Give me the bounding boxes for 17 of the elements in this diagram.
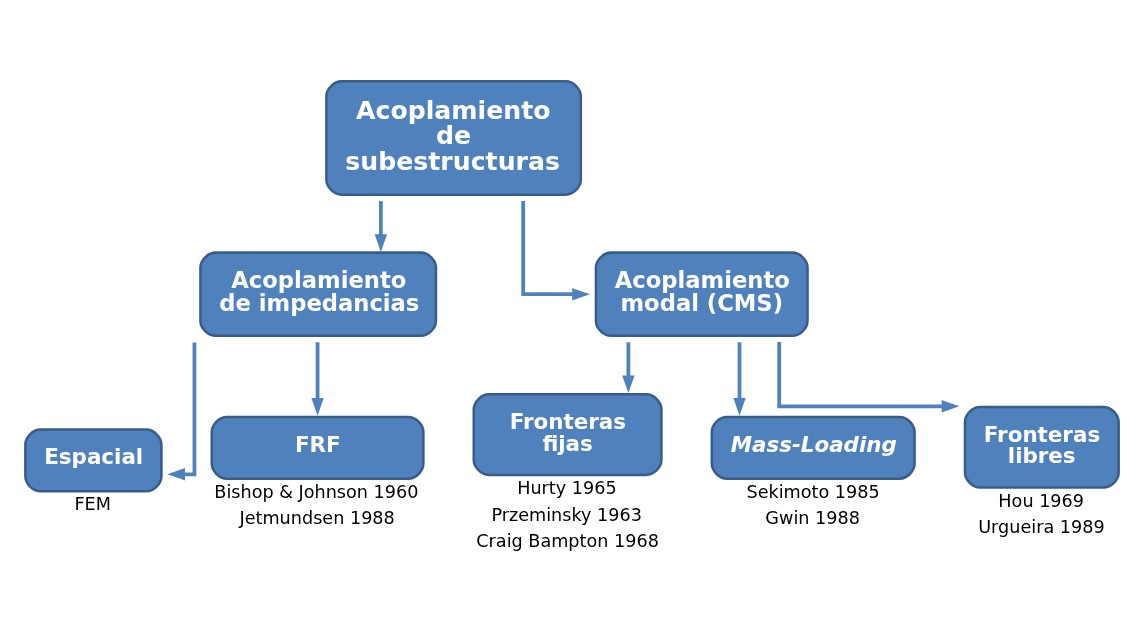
node-label: Jetmundsen 1988 — [239, 507, 395, 528]
node-label: Sekimoto 1985 — [746, 481, 880, 502]
arrow — [311, 341, 324, 416]
arrow — [777, 341, 960, 412]
node-label: Craig Bampton 1968 — [476, 530, 659, 551]
node-label: Urgueira 1989 — [978, 516, 1105, 537]
arrow — [521, 200, 590, 300]
node-label: FEM — [74, 493, 111, 514]
arrow — [374, 200, 388, 252]
node-label: Hou 1969 — [998, 490, 1085, 511]
arrow — [733, 341, 746, 416]
arrow — [167, 341, 197, 480]
arrow — [622, 341, 635, 393]
node-label: Bishop & Johnson 1960 — [214, 481, 419, 502]
node-label: Przeminsky 1963 — [491, 504, 642, 525]
node-label: Gwin 1988 — [765, 507, 860, 528]
node-label: Hurty 1965 — [517, 477, 617, 498]
